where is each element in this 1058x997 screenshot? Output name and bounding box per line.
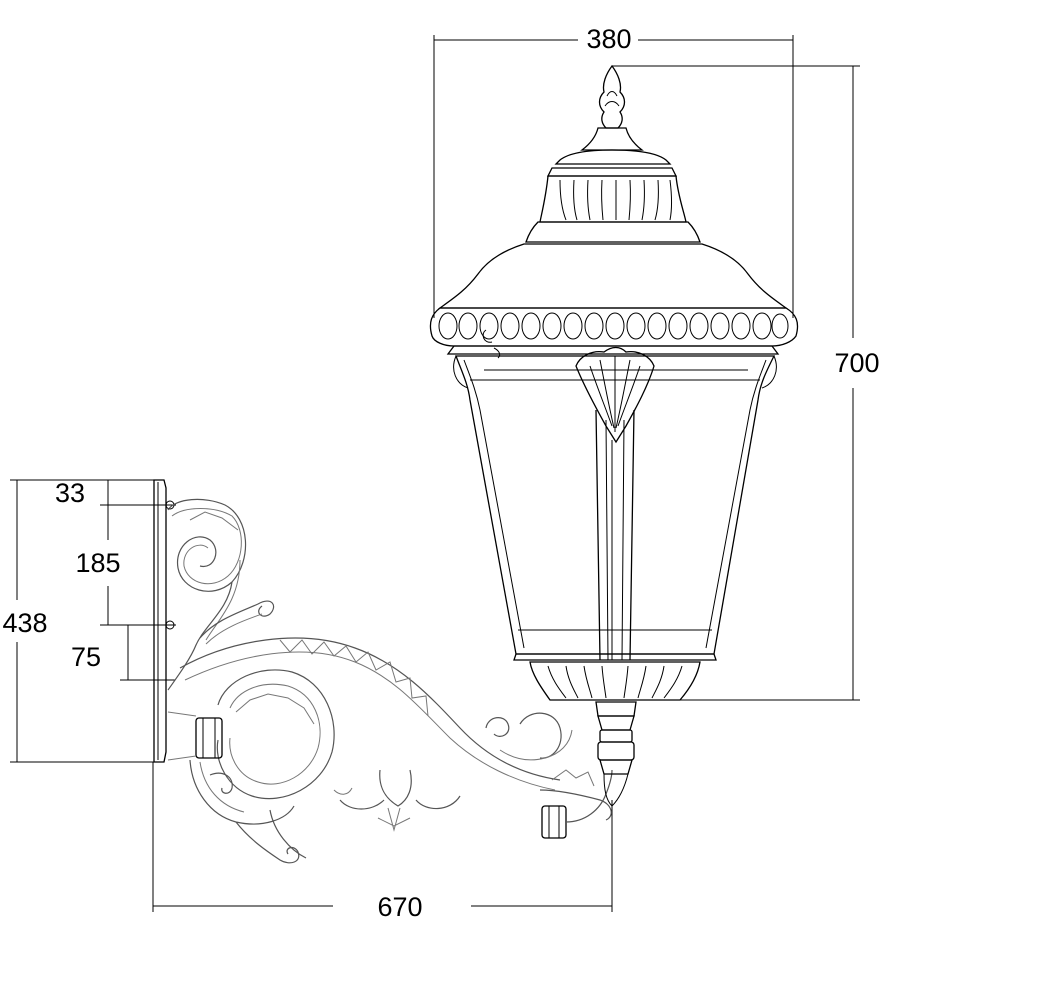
dimension-label-projection: 670 xyxy=(377,892,422,922)
wall-plate xyxy=(153,479,176,763)
dimension-label-hole-spacing: 185 xyxy=(75,548,120,578)
dimension-label-bracket-height: 438 xyxy=(2,608,47,638)
bead-row xyxy=(438,312,789,340)
dimension-label-bottom-offset: 75 xyxy=(71,642,101,672)
dimension-top-width: 380 xyxy=(433,24,794,318)
dimension-top-offset: 33 xyxy=(55,478,175,508)
dimension-label-top-offset: 33 xyxy=(55,478,85,508)
lamp-stem xyxy=(595,701,637,807)
dimension-height: 700 xyxy=(560,65,880,701)
ornamental-bracket xyxy=(167,498,613,864)
dimension-hole-spacing: 185 xyxy=(75,505,175,626)
dimension-label-height: 700 xyxy=(834,348,879,378)
lantern xyxy=(429,64,799,701)
dimension-projection: 670 xyxy=(152,762,613,922)
dimension-bracket-height: 438 xyxy=(2,479,160,763)
dimension-label-top-width: 380 xyxy=(586,24,631,54)
dimension-bottom-offset: 75 xyxy=(71,625,175,681)
